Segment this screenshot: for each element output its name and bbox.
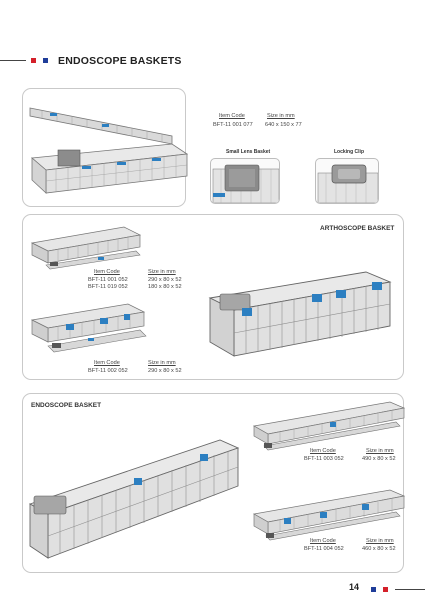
header-rule bbox=[0, 60, 26, 61]
item-code: BFT-11 004 052 bbox=[304, 546, 344, 552]
page-title: ENDOSCOPE BASKETS bbox=[58, 55, 182, 67]
footer-rule bbox=[395, 589, 425, 590]
item-code: BFT-11 019 052 bbox=[88, 284, 128, 290]
arthoscope-basket-small-image-2 bbox=[30, 303, 147, 353]
item-code-header: Item Code bbox=[219, 113, 245, 119]
endoscope-section-title: ENDOSCOPE BASKET bbox=[31, 402, 102, 409]
locking-clip-thumbnail bbox=[315, 158, 379, 204]
size-header: Size in mm bbox=[148, 360, 176, 366]
size-header: Size in mm bbox=[366, 448, 394, 454]
item-code: BFT-11 001 077 bbox=[213, 122, 253, 128]
size-header: Size in mm bbox=[148, 269, 176, 275]
endoscope-basket-large-image bbox=[28, 439, 240, 559]
size-header: Size in mm bbox=[267, 113, 295, 119]
spec-table-4: Item Code Size in mm BFT-11 003 052 490 … bbox=[304, 448, 404, 466]
open-lid-basket-image bbox=[29, 107, 189, 194]
endoscope-basket-small-image-1 bbox=[252, 401, 406, 451]
blue-square-icon bbox=[43, 58, 48, 63]
arthoscope-basket-small-image-1 bbox=[30, 226, 142, 270]
item-code: BFT-11 003 052 bbox=[304, 456, 344, 462]
blue-square-icon bbox=[371, 587, 376, 592]
item-size: 290 x 80 x 52 bbox=[148, 277, 182, 283]
spec-table-2: Item Code Size in mm BFT-11 001 052 290 … bbox=[88, 269, 198, 295]
item-size: 640 x 150 x 77 bbox=[265, 122, 302, 128]
item-size: 180 x 80 x 52 bbox=[148, 284, 182, 290]
spec-table-5: Item Code Size in mm BFT-11 004 052 460 … bbox=[304, 538, 404, 556]
item-code-header: Item Code bbox=[310, 448, 336, 454]
page-number: 14 bbox=[349, 582, 360, 592]
arthoscope-section-title: ARTHOSCOPE BASKET bbox=[320, 225, 395, 232]
item-size: 290 x 80 x 52 bbox=[148, 368, 182, 374]
item-code: BFT-11 002 052 bbox=[88, 368, 128, 374]
item-code-header: Item Code bbox=[94, 269, 120, 275]
item-code-header: Item Code bbox=[310, 538, 336, 544]
item-size: 460 x 80 x 52 bbox=[362, 546, 396, 552]
item-code: BFT-11 001 052 bbox=[88, 277, 128, 283]
endoscope-basket-small-image-2 bbox=[252, 489, 406, 541]
small-lens-basket-label: Small Lens Basket bbox=[226, 149, 271, 155]
spec-table-3: Item Code Size in mm BFT-11 002 052 290 … bbox=[88, 360, 198, 378]
red-square-icon bbox=[383, 587, 388, 592]
small-lens-basket-thumbnail bbox=[210, 158, 280, 204]
arthoscope-basket-large-image bbox=[208, 271, 392, 357]
item-code-header: Item Code bbox=[94, 360, 120, 366]
spec-table-1: Item Code Size in mm BFT-11 001 077 640 … bbox=[213, 113, 313, 133]
item-size: 490 x 80 x 52 bbox=[362, 456, 396, 462]
locking-clip-label: Locking Clip bbox=[334, 149, 364, 155]
red-square-icon bbox=[31, 58, 36, 63]
size-header: Size in mm bbox=[366, 538, 394, 544]
